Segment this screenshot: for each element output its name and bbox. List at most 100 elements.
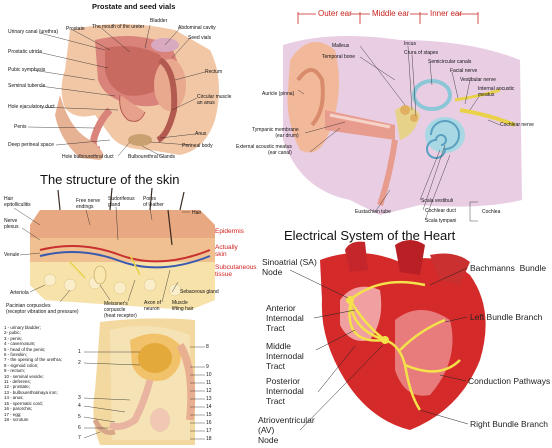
prostate-title: Prostate and seed vials [92, 2, 176, 11]
skin-label-pores: Pores of leather [143, 196, 164, 208]
callout-number: 2 [78, 360, 81, 366]
skin-layer-epidermis: Epidermis [215, 228, 244, 235]
ear-label-malleus: Malleus [332, 43, 350, 49]
label-prostate: Prostate [66, 26, 85, 32]
ear-label-cochlear-nerve: Cochlear nerve [500, 122, 534, 128]
ear-label-scala-vestibuli: Scala vestibuli [421, 198, 453, 204]
label-circular-muscle: Circular muscle an anus [197, 94, 232, 106]
legend-item: 17 - egg; [4, 411, 22, 417]
label-anus: Anus [195, 131, 207, 137]
label-deep-perineal-space: Deep perineal space [8, 142, 54, 148]
label-abdominal-cavity: Abdominal cavity [178, 25, 216, 31]
legend-list: 1 - urinary bladder; 2- pubic; 3 - penis… [4, 325, 62, 422]
skin-layer-dermis: Actually skin [215, 244, 238, 258]
heart-label-left-bundle: Left Bundle Branch [470, 312, 543, 322]
callout-number: 14 [206, 404, 212, 410]
skin-label-sudoriferous: Sudorifeous gland [108, 196, 135, 208]
label-urethra: Urinary canal (urethra) [8, 29, 59, 35]
legend-item: 8 - sigmoid colon; [4, 362, 39, 368]
skin-label-hair-epitolliculitis: Hair epitolliculitis [4, 196, 31, 208]
ear-section-middle: Middle ear [372, 9, 410, 18]
heart-label-anterior-tract: Anterior Internodal Tract [266, 303, 304, 333]
ear-label-crura-stapes: Crura of stapes [404, 50, 439, 56]
legend-item: 15 - spermatic cord; [4, 400, 43, 406]
ear-label-scala-tympani: Scala tympani [425, 218, 457, 224]
ear-label-vestibular-nerve: Vestibular nerve [460, 77, 496, 83]
skin-label-meissner: Meissner's corpuscle (heat receptor) [104, 301, 137, 319]
heart-label-bachmanns: Bachmanns Bundle [470, 263, 547, 273]
callout-number: 9 [206, 364, 209, 370]
callout-number: 16 [206, 420, 212, 426]
heart-label-conduction: Conduction Pathways [468, 376, 551, 386]
legend-item: 18 - scrotum [4, 416, 29, 422]
legend-item: 9 - rectum; [4, 368, 25, 374]
ear-label-cochlea: Cochlea [482, 209, 501, 215]
ear-section-outer: Outer ear [318, 9, 352, 18]
legend-item: 16 - parorchis; [4, 406, 33, 412]
heart-label-sa-node: Sinoatrial (SA) Node [262, 257, 317, 277]
ear-label-auricle: Auricle (pinna) [262, 91, 295, 97]
label-rectum: Rectum [205, 69, 223, 75]
ear-label-facial-nerve: Facial nerve [450, 68, 478, 74]
callout-number: 6 [78, 425, 81, 431]
legend-item: 2- pubic; [4, 330, 21, 336]
callout-number: 7 [78, 435, 81, 441]
callout-number: 15 [206, 412, 212, 418]
label-prostatic-utricle: Prostatic utricle [8, 49, 43, 55]
callout-number: 17 [206, 428, 212, 434]
ear-label-semicircular: Semicircular canals [428, 59, 472, 65]
label-bulbourethral-glands: Bulbourethral Glands [128, 154, 175, 160]
ear-label-temporal-bone: Temporal bone [322, 54, 356, 60]
ear-label-internal-meatus: Internal aocustic meatus [478, 86, 515, 98]
label-bulbourethral-duct: Hole bulbourethral duct [62, 154, 114, 160]
callout-number: 8 [206, 344, 209, 350]
label-seminal-tubercle: Seminal tubercle [8, 83, 46, 89]
heart-label-right-bundle: Right Bundle Branch [470, 419, 548, 429]
ear-label-cochlear-duct: Cochlear duct [425, 208, 456, 214]
label-ureter-mouth: The mouth of the ureter [92, 24, 145, 30]
legend-item: 3 - penis; [4, 335, 23, 341]
ear-label-incus: Incus [404, 41, 416, 47]
label-bladder: Bladder [150, 18, 168, 24]
ear-section-inner: Inner ear [430, 9, 463, 18]
skin-label-free-nerve: Free nerve endings [76, 198, 101, 210]
legend-item: 11 - deferens; [4, 379, 31, 385]
label-ejaculatory-duct: Hole ejaculatory duct [8, 104, 55, 110]
heart-title: Electrical System of the Heart [284, 228, 456, 243]
ear-label-external-meatus: External acoustic meatus (ear canal) [236, 144, 292, 156]
label-pubic-symphysis: Pubic symphysis [8, 67, 46, 73]
legend-item: 13 - bulbourethralnaya iron; [4, 389, 58, 395]
skin-label-sebaceous: Sebaceous gland [180, 289, 219, 295]
heart-label-posterior-tract: Posterior Internodal Tract [266, 376, 304, 406]
skin-label-muscle-hair: Muscle lifting hair [172, 300, 194, 312]
callout-number: 13 [206, 396, 212, 402]
callout-number: 11 [206, 380, 212, 386]
callout-number: 10 [206, 372, 212, 378]
legend-item: 7 - the opening of the urethra; [4, 357, 62, 363]
callout-number: 4 [78, 403, 81, 409]
legend-item: 5 - head of the penis; [4, 346, 46, 352]
callout-number: 5 [78, 414, 81, 420]
legend-item: 14 - anus; [4, 395, 24, 401]
callout-number: 12 [206, 388, 212, 394]
legend-item: 12 - prostate; [4, 384, 30, 390]
callout-number: 3 [78, 395, 81, 401]
callout-number: 18 [206, 436, 212, 442]
skin-label-nerve-plexus: Nerve plexus [4, 218, 19, 230]
callout-number: 1 [78, 349, 81, 355]
heart-label-middle-tract: Middle Internodal Tract [266, 341, 304, 371]
label-penis: Penis [14, 124, 27, 130]
label-seed-vials: Seed vials [188, 35, 212, 41]
skin-label-venule: Venule [4, 252, 20, 258]
legend-item: 6 - foreskin; [4, 352, 27, 358]
ear-label-tympanic: Tympanic membrane (ear drum) [252, 127, 299, 139]
legend-item: 4 - cavernosum; [4, 341, 36, 347]
skin-layer-subcutaneous: Subcutaneous tissue [215, 264, 257, 278]
skin-label-axon: Axon of neuron [144, 300, 161, 312]
label-perineal-body: Perineal body [182, 143, 213, 149]
legend-item: 10 - seminal vesicle; [4, 373, 44, 379]
